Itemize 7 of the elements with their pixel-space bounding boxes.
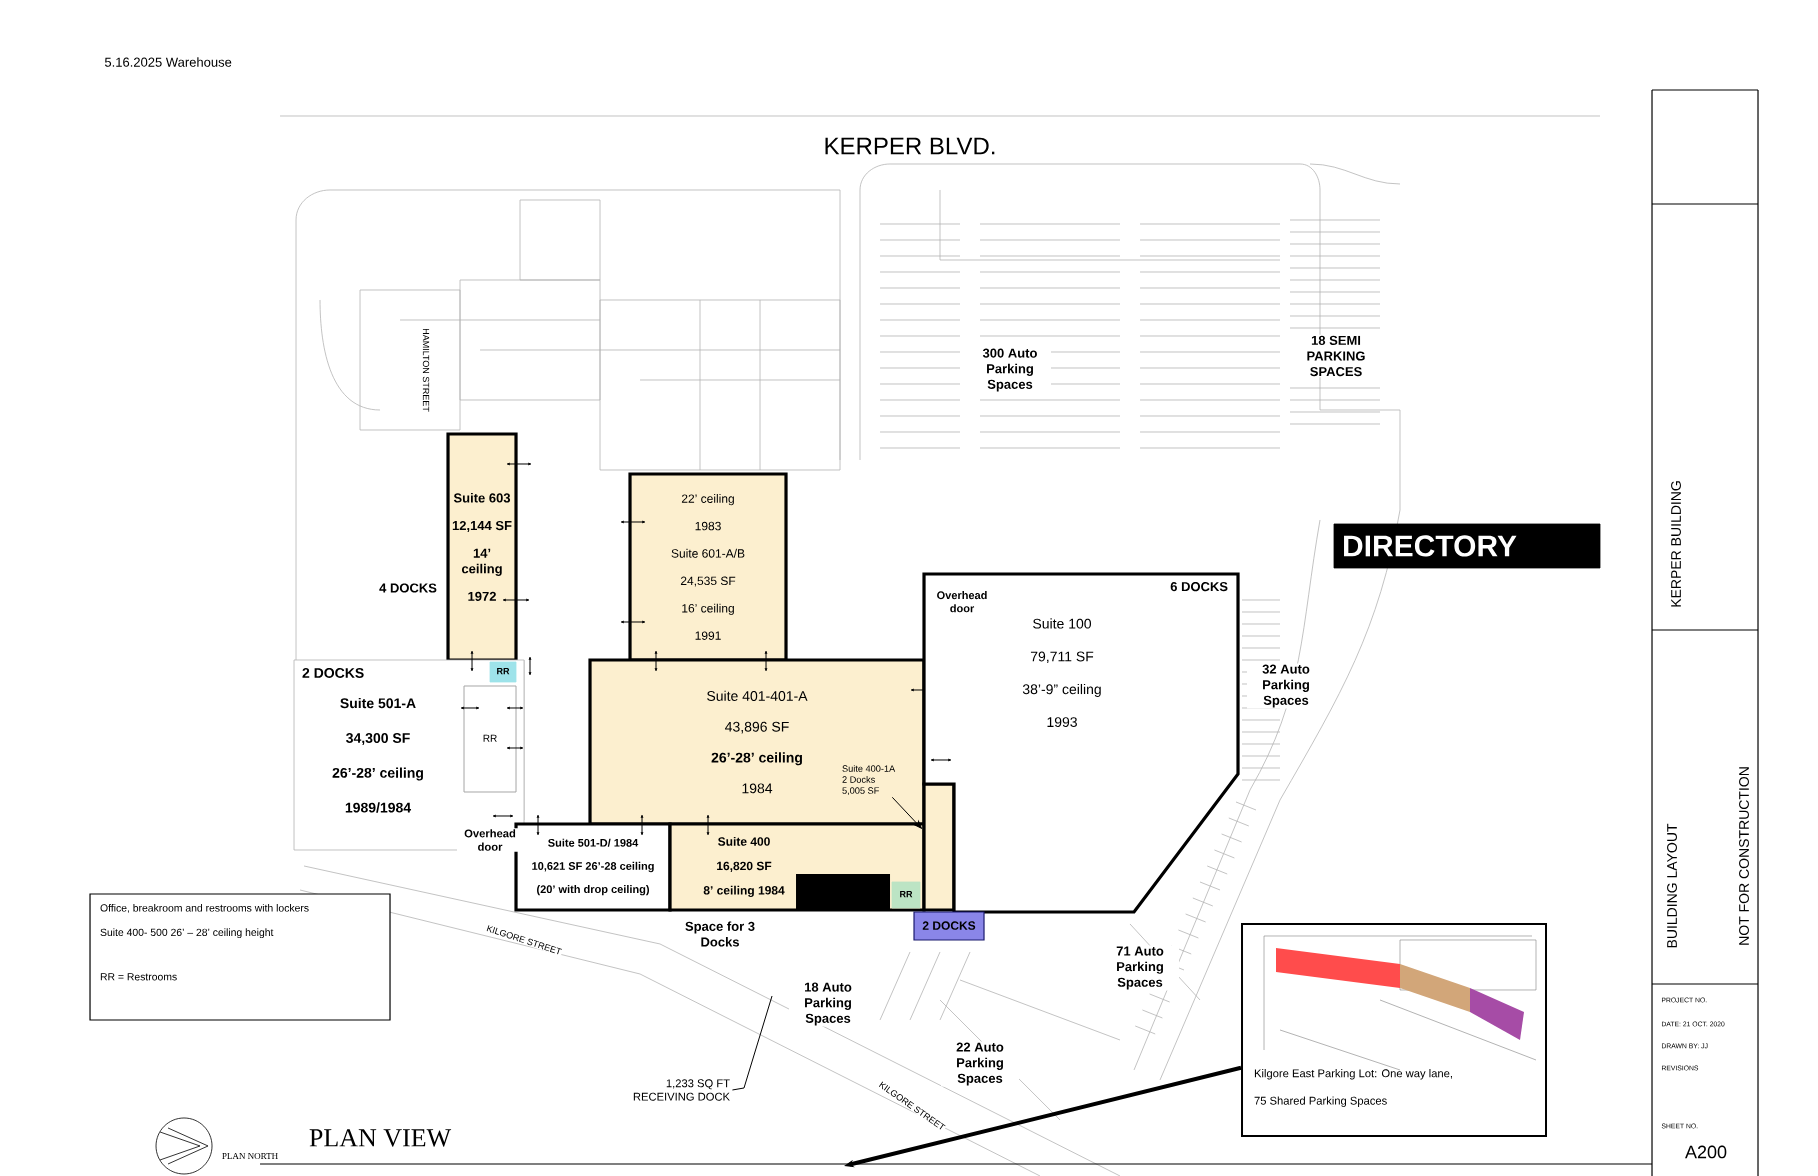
leader-line bbox=[731, 995, 773, 1091]
sheet-number: A200 bbox=[1684, 1144, 1729, 1160]
street-name: KERPER BLVD. bbox=[822, 136, 998, 156]
leader-line bbox=[891, 796, 922, 829]
plan-title: PLAN VIEW bbox=[307, 1128, 453, 1148]
suite-strip bbox=[922, 782, 956, 912]
directory-header: DIRECTORY bbox=[1333, 523, 1601, 569]
